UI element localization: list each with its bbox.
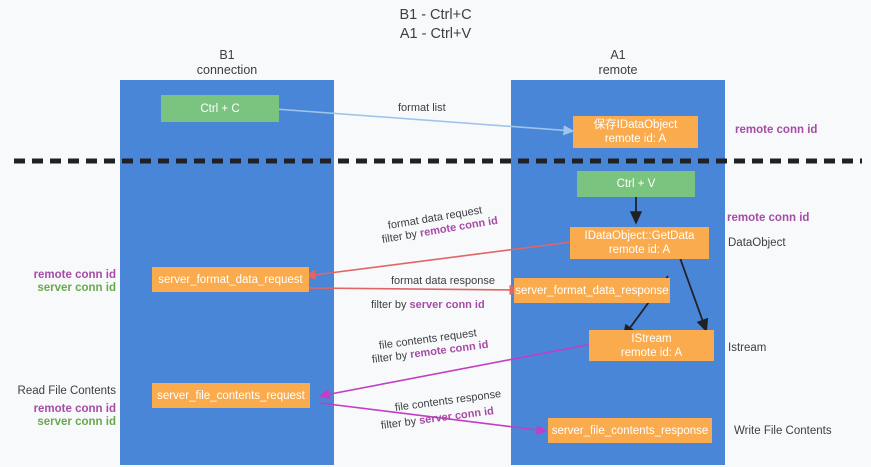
page-title: B1 - Ctrl+C A1 - Ctrl+V — [0, 6, 871, 44]
side-label-left-read-file-contents: Read File Contents — [17, 385, 116, 397]
node-istream[interactable]: IStream remote id: A — [589, 330, 714, 361]
side-label-right-istream: Istream — [728, 342, 767, 354]
side-label-left-mid-remote-conn-id: remote conn id — [33, 269, 116, 281]
node-ctrl-c-label: Ctrl + C — [200, 102, 240, 115]
edge-label-format-data-response: format data response — [391, 275, 495, 287]
node-store-dataobject[interactable]: 保存IDataObject remote id: A — [573, 116, 698, 148]
side-label-left-bot-remote-conn-id: remote conn id — [33, 403, 116, 415]
node-file-req-label: server_file_contents_request — [157, 389, 305, 402]
side-label-left-bot-server-conn-id: server conn id — [37, 416, 116, 428]
node-istream-line1: IStream — [631, 332, 672, 345]
node-ctrl-v[interactable]: Ctrl + V — [577, 171, 695, 197]
column-header-a1-line2: remote — [598, 63, 638, 77]
column-header-b1-line1: B1 — [219, 48, 235, 62]
node-fmt-resp-label: server_format_data_response — [515, 284, 669, 297]
node-idataobject-getdata[interactable]: IDataObject::GetData remote id: A — [570, 227, 709, 259]
node-file-resp-label: server_file_contents_response — [551, 424, 709, 437]
edge-label-format-list: format list — [398, 102, 446, 114]
node-fmt-req-label: server_format_data_request — [158, 273, 303, 286]
side-label-right-top-remote-conn-id: remote conn id — [735, 124, 818, 136]
title-line-1: B1 - Ctrl+C — [399, 7, 472, 23]
edge-label-format-filter-server: filter by server conn id — [371, 298, 485, 312]
node-store-dataobject-line1: 保存IDataObject — [593, 119, 678, 131]
node-store-dataobject-line2: remote id: A — [604, 133, 667, 145]
column-header-b1: B1 connection — [120, 48, 334, 78]
side-label-left-mid-server-conn-id: server conn id — [37, 282, 116, 294]
node-ctrl-v-label: Ctrl + V — [616, 178, 656, 190]
side-label-right-mid-remote-conn-id: remote conn id — [727, 212, 810, 224]
column-header-a1-line1: A1 — [610, 48, 626, 62]
filter-server-conn-id: server conn id — [409, 299, 485, 311]
node-server-file-contents-response[interactable]: server_file_contents_response — [548, 418, 712, 443]
node-server-format-data-response[interactable]: server_format_data_response — [514, 278, 670, 303]
column-header-a1: A1 remote — [511, 48, 725, 78]
node-ctrl-c[interactable]: Ctrl + C — [161, 95, 279, 122]
node-server-format-data-request[interactable]: server_format_data_request — [152, 267, 309, 292]
node-getdata-line1: IDataObject::GetData — [584, 230, 695, 242]
node-getdata-line2: remote id: A — [608, 244, 671, 256]
filter-prefix: filter by — [371, 299, 410, 311]
title-line-2: A1 - Ctrl+V — [399, 26, 472, 42]
node-istream-line2: remote id: A — [620, 346, 683, 359]
side-label-right-write-file-contents: Write File Contents — [734, 425, 832, 437]
side-label-right-dataobject: DataObject — [728, 237, 786, 249]
node-server-file-contents-request[interactable]: server_file_contents_request — [152, 383, 310, 408]
column-header-b1-line2: connection — [196, 63, 258, 77]
